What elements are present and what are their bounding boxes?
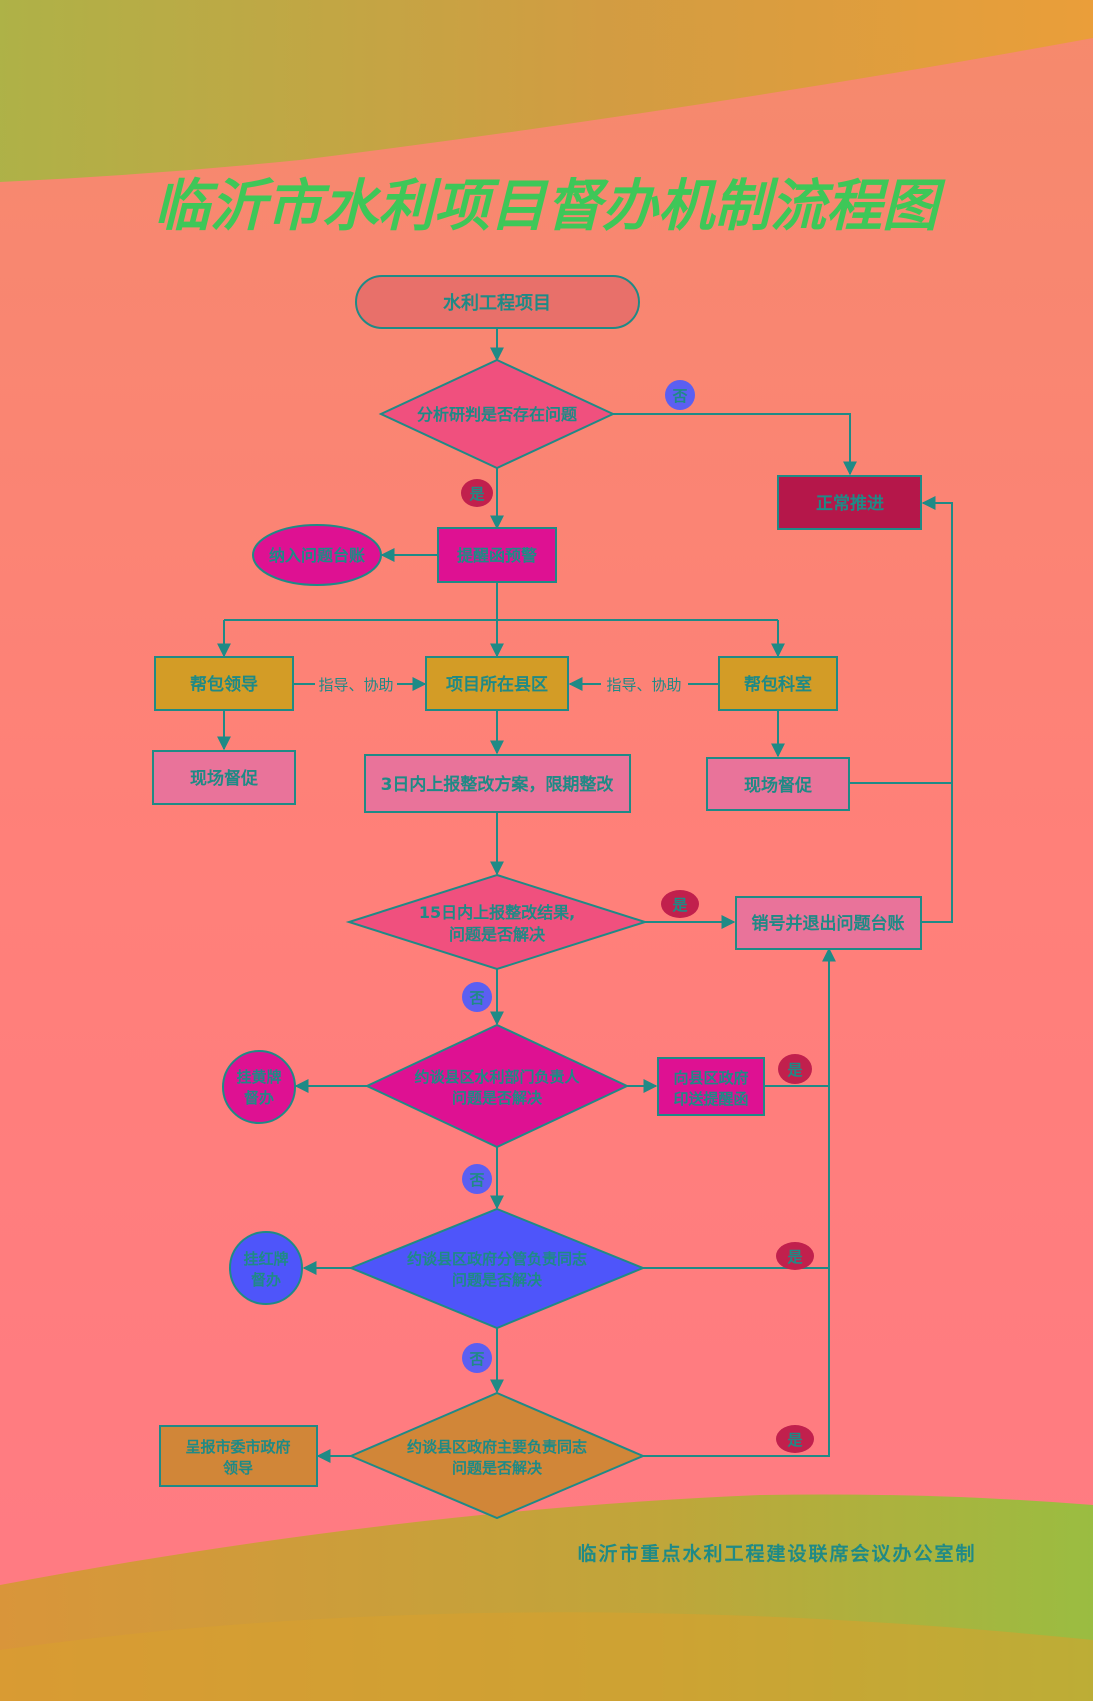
node-talk3: 约谈县区政府主要负责同志 问题是否解决 <box>348 1391 646 1520</box>
badge-yes-talk3: 是 <box>776 1425 814 1453</box>
node-county-label: 项目所在县区 <box>446 674 548 695</box>
connectors <box>217 328 953 1463</box>
node-letter: 向县区政府 印送提醒函 <box>657 1057 765 1116</box>
node-report-label-2: 领导 <box>222 1459 253 1477</box>
node-red-card: 挂红牌 督办 <box>229 1231 303 1305</box>
edge-guide-right-label: 指导、协助 <box>606 676 681 694</box>
node-talk1: 约谈县区水利部门负责人 问题是否解决 <box>364 1023 630 1149</box>
node-onsite-right: 现场督促 <box>706 757 850 811</box>
node-result: 15日内上报整改结果, 问题是否解决 <box>345 873 649 971</box>
node-letter-label-1: 向县区政府 <box>673 1069 748 1087</box>
badge-no-talk1: 否 <box>462 1164 492 1194</box>
node-normal-label: 正常推进 <box>816 493 884 514</box>
edge-analyze-normal <box>613 413 857 476</box>
badge-yes-result-label: 是 <box>671 896 688 914</box>
node-red-label-1: 挂红牌 <box>243 1250 288 1268</box>
node-report: 呈报市委市政府 领导 <box>159 1425 318 1487</box>
node-onsite-left: 现场督促 <box>152 750 296 805</box>
edge-guide-left-label: 指导、协助 <box>318 676 393 694</box>
node-leader-label: 帮包领导 <box>190 674 258 695</box>
node-red-label-2: 督办 <box>251 1271 281 1289</box>
node-letter-label-2: 印送提醒函 <box>673 1090 748 1108</box>
badge-no-talk2-label: 否 <box>468 1350 484 1368</box>
badge-yes-talk3-label: 是 <box>786 1431 803 1449</box>
node-close: 销号并退出问题台账 <box>735 896 922 950</box>
node-yellow-card: 挂黄牌 督办 <box>222 1050 296 1124</box>
node-plan-label: 3日内上报整改方案，限期整改 <box>381 774 615 795</box>
node-yellow-label-2: 督办 <box>244 1089 274 1107</box>
badge-yes-talk2: 是 <box>776 1242 814 1270</box>
node-talk1-label-2: 问题是否解决 <box>452 1089 543 1107</box>
node-analyze-label: 分析研判是否存在问题 <box>417 405 578 424</box>
badge-yes-talk2-label: 是 <box>786 1248 803 1266</box>
badge-yes-talk1: 是 <box>778 1054 812 1084</box>
edge-onsite-normal <box>849 496 953 784</box>
node-alert: 提醒函预警 <box>437 527 557 583</box>
badge-no-analyze: 否 <box>665 380 695 410</box>
badge-yes-result: 是 <box>661 890 699 918</box>
edge-label-guide-right: 指导、协助 <box>606 676 681 694</box>
node-talk2-label-2: 问题是否解决 <box>452 1271 543 1289</box>
node-close-label: 销号并退出问题台账 <box>752 913 905 934</box>
badge-no-talk2: 否 <box>462 1343 492 1373</box>
node-analyze: 分析研判是否存在问题 <box>378 358 616 470</box>
node-result-label-1: 15日内上报整改结果, <box>419 903 575 922</box>
node-section-label: 帮包科室 <box>744 674 812 695</box>
node-yellow-label-1: 挂黄牌 <box>236 1068 281 1086</box>
node-county: 项目所在县区 <box>425 656 569 711</box>
edge-label-guide-left: 指导、协助 <box>318 676 393 694</box>
node-start-label: 水利工程项目 <box>443 292 551 314</box>
node-plan: 3日内上报整改方案，限期整改 <box>364 754 631 813</box>
node-talk3-label-2: 问题是否解决 <box>452 1459 543 1477</box>
page-title: 临沂市水利项目督办机制流程图 <box>154 174 946 239</box>
badge-yes-analyze-label: 是 <box>468 485 485 503</box>
node-result-label-2: 问题是否解决 <box>449 925 546 944</box>
node-section: 帮包科室 <box>718 656 838 711</box>
node-ledger-label: 纳入问题台账 <box>269 546 365 565</box>
badge-no-analyze-label: 否 <box>671 387 687 405</box>
edge-talk3-yesline <box>643 947 836 1457</box>
badge-yes-talk1-label: 是 <box>786 1061 803 1079</box>
badge-no-talk1-label: 否 <box>468 1171 484 1189</box>
edge-close-normal <box>921 783 953 923</box>
badge-no-result-label: 否 <box>468 989 484 1007</box>
node-report-label-1: 呈报市委市政府 <box>185 1438 290 1456</box>
node-onsite-left-label: 现场督促 <box>190 768 258 789</box>
node-leader: 帮包领导 <box>154 656 294 711</box>
node-start: 水利工程项目 <box>355 275 640 329</box>
node-alert-label: 提醒函预警 <box>457 546 537 565</box>
node-talk1-label-1: 约谈县区水利部门负责人 <box>414 1068 580 1086</box>
node-onsite-right-label: 现场督促 <box>744 775 812 796</box>
node-normal: 正常推进 <box>777 475 922 530</box>
node-talk2: 约谈县区政府分管负责同志 问题是否解决 <box>348 1207 646 1330</box>
node-ledger: 纳入问题台账 <box>252 524 382 586</box>
footer-credit: 临沂市重点水利工程建设联席会议办公室制 <box>577 1542 976 1565</box>
badge-yes-analyze: 是 <box>461 479 493 507</box>
node-talk2-label-1: 约谈县区政府分管负责同志 <box>407 1250 587 1268</box>
badge-no-result: 否 <box>462 982 492 1012</box>
node-talk3-label-1: 约谈县区政府主要负责同志 <box>407 1438 587 1456</box>
